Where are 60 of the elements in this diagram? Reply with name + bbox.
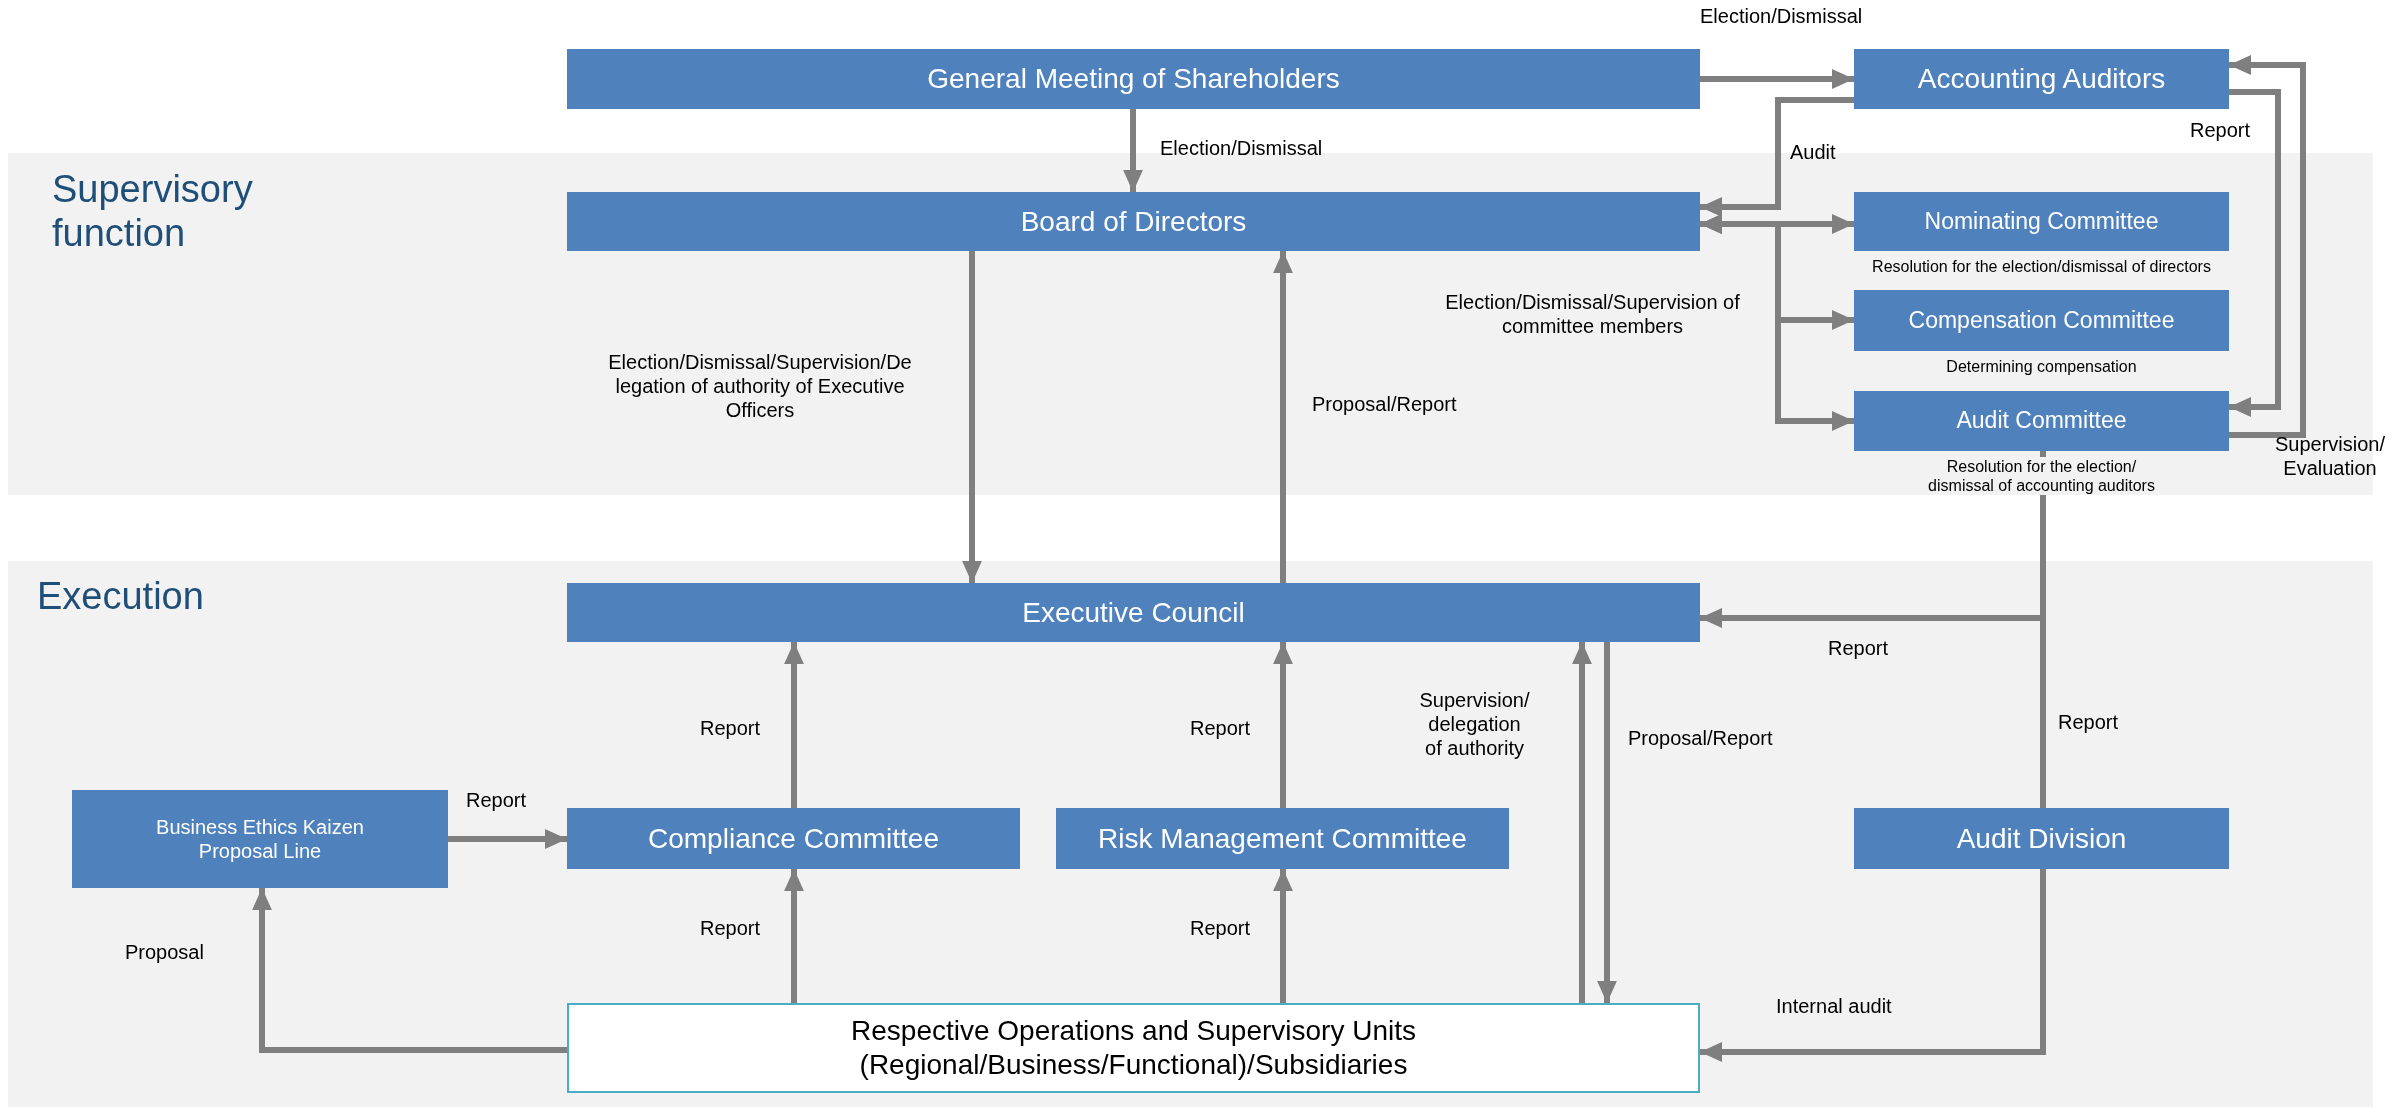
edge-label: Election/Dismissal/Supervision of committee members xyxy=(1444,290,1741,338)
box-label: Risk Management Committee xyxy=(1098,821,1467,856)
arrow xyxy=(784,869,804,1003)
box-label: Audit Division xyxy=(1956,821,2127,856)
box-label: Nominating Committee xyxy=(1924,207,2159,236)
edge-label: Supervision/ Evaluation xyxy=(2273,432,2387,480)
process-box xyxy=(567,192,1700,251)
process-box xyxy=(1056,808,1509,869)
edge-label: Internal audit xyxy=(1776,994,1892,1018)
edge-label: Proposal/Report xyxy=(1312,392,1457,416)
edge-label: Report xyxy=(1828,636,1889,660)
edge-label: Election/Dismissal xyxy=(1700,4,1863,28)
arrow xyxy=(1572,642,1592,1003)
arrow xyxy=(2229,55,2306,438)
box-label: Respective Operations and Supervisory Units (Regional/Business/Functional)/Subsidiaries xyxy=(850,1014,1417,1082)
process-box xyxy=(1854,49,2229,109)
section-band xyxy=(8,561,2373,1107)
arrow xyxy=(1700,69,1854,89)
section-title: Supervisory function xyxy=(52,168,254,256)
box-label: Business Ethics Kaizen Proposal Line xyxy=(155,815,365,863)
edge-label: Supervision/ delegation of authority xyxy=(1418,688,1531,760)
box-label: General Meeting of Shareholders xyxy=(927,62,1340,96)
arrow xyxy=(962,251,982,583)
arrow xyxy=(1273,642,1293,808)
edge-label: Report xyxy=(1190,916,1251,940)
edge-label: Proposal/Report xyxy=(1628,726,1773,750)
process-box xyxy=(567,583,1700,642)
box-label: Compliance Committee xyxy=(648,821,939,856)
section-title: Execution xyxy=(37,575,205,619)
edge-label: Election/Dismissal xyxy=(1160,136,1323,160)
edge-label: Report xyxy=(466,788,527,812)
arrow xyxy=(448,829,567,849)
edge-label: Audit xyxy=(1790,140,1836,164)
arrow xyxy=(1273,251,1293,583)
edge-label: Report xyxy=(2058,710,2119,734)
arrow xyxy=(1597,642,1617,1003)
box-label: Accounting Auditors xyxy=(1917,62,2166,96)
box-label: Executive Council xyxy=(1022,595,1245,630)
arrow xyxy=(1700,869,2046,1062)
unit-box xyxy=(567,1003,1700,1093)
process-box xyxy=(72,790,448,888)
process-box xyxy=(1854,808,2229,869)
arrow xyxy=(1123,109,1143,192)
arrow xyxy=(1700,214,1854,431)
arrow xyxy=(2229,89,2281,417)
box-label: Compensation Committee xyxy=(1908,306,2175,335)
process-box xyxy=(567,808,1020,869)
edge-label: Report xyxy=(700,716,761,740)
box-label: Audit Committee xyxy=(1956,407,2127,435)
edge-label: Report xyxy=(1190,716,1251,740)
process-box xyxy=(567,49,1700,109)
edge-label: Proposal xyxy=(125,940,204,964)
arrow xyxy=(1273,869,1293,1003)
box-label: Board of Directors xyxy=(1020,204,1247,239)
arrow xyxy=(784,642,804,808)
arrow xyxy=(1700,97,1854,217)
edge-label: Report xyxy=(700,916,761,940)
edge-label: Report xyxy=(2190,118,2251,142)
arrow xyxy=(252,888,567,1053)
edge-label: Election/Dismissal/Supervision/De legation of authority of Executive Officers xyxy=(607,350,913,422)
